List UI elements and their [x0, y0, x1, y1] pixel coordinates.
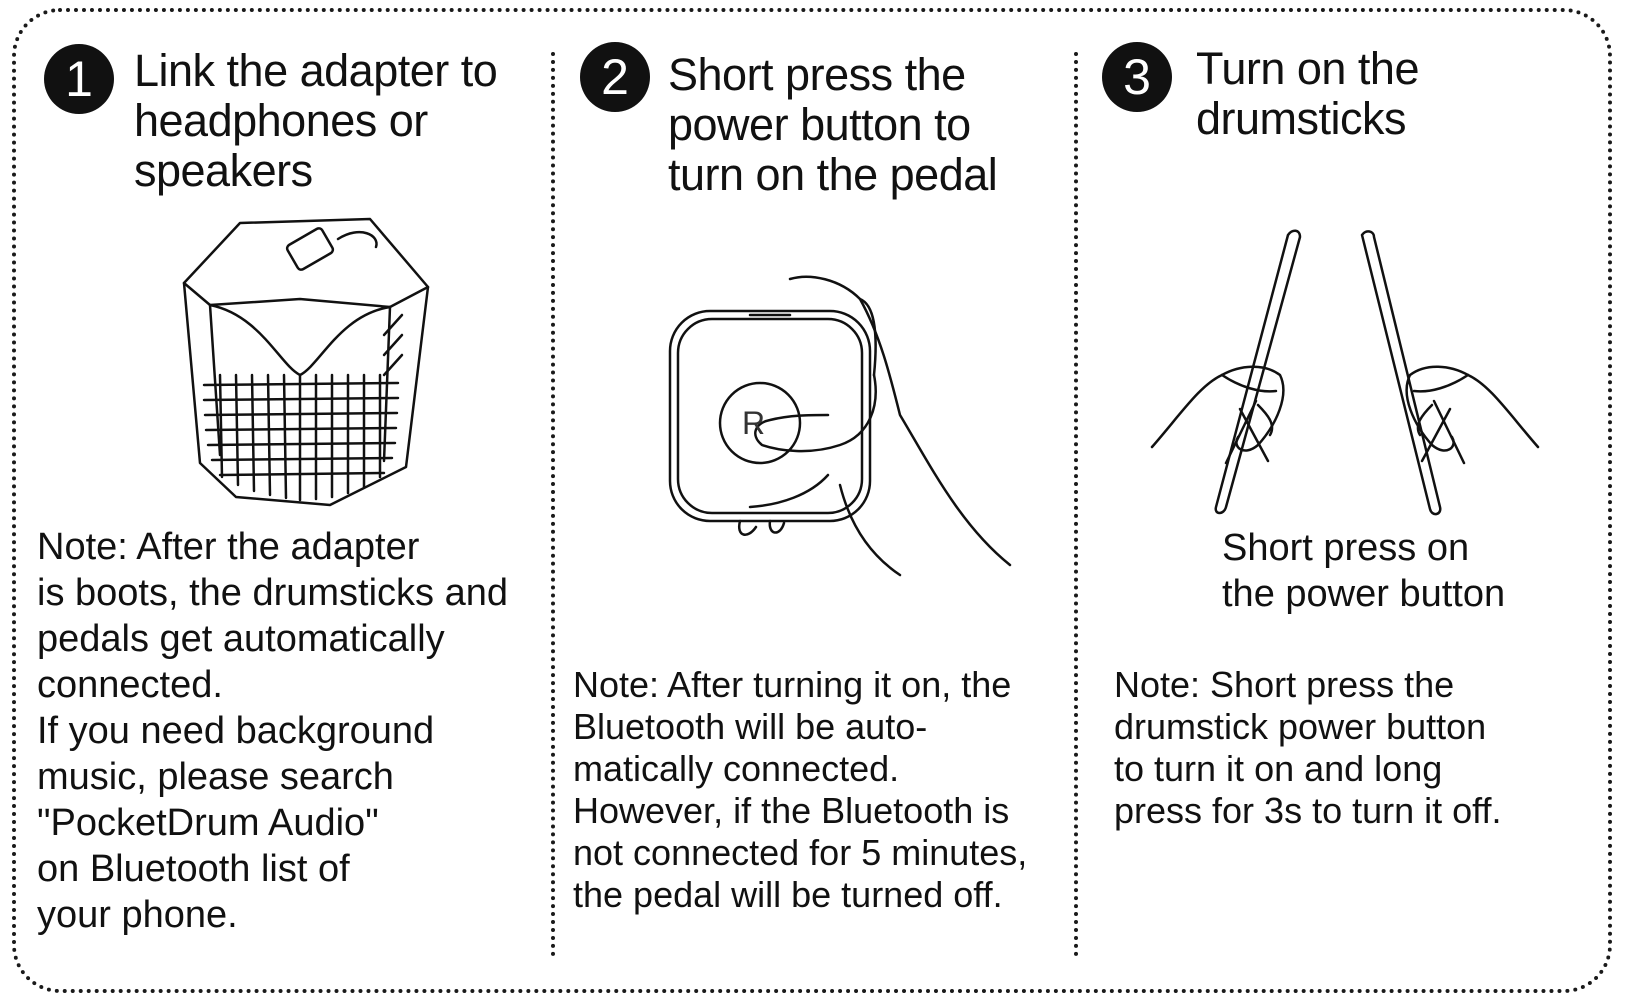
step-1-note: Note: After the adapter is boots, the dr…	[37, 526, 508, 936]
speaker-grille-lines	[202, 373, 400, 502]
step-2-note: Note: After turning it on, the Bluetooth…	[573, 664, 1028, 915]
step-3-title: Turn on the drumsticks	[1196, 43, 1419, 144]
speaker-icon	[182, 217, 430, 507]
step-2-number-badge: 2	[580, 42, 650, 112]
step-1-title: Link the adapter to headphones or speake…	[134, 45, 498, 196]
drumsticks-in-hands-icon	[1150, 229, 1540, 516]
step-1-number-badge: 1	[44, 44, 114, 114]
step-3-caption: Short press on the power button	[1222, 527, 1506, 615]
step-2-title: Short press the power button to turn on …	[668, 49, 998, 200]
step-3-note: Note: Short press the drumstick power bu…	[1114, 664, 1502, 831]
column-divider-1	[551, 52, 555, 957]
step-3-number-badge: 3	[1102, 42, 1172, 112]
column-divider-2	[1074, 52, 1078, 957]
pedal-in-hand-icon	[668, 275, 1012, 577]
dotted-frame	[12, 8, 1612, 993]
pedal-letter-label: R	[742, 405, 766, 441]
